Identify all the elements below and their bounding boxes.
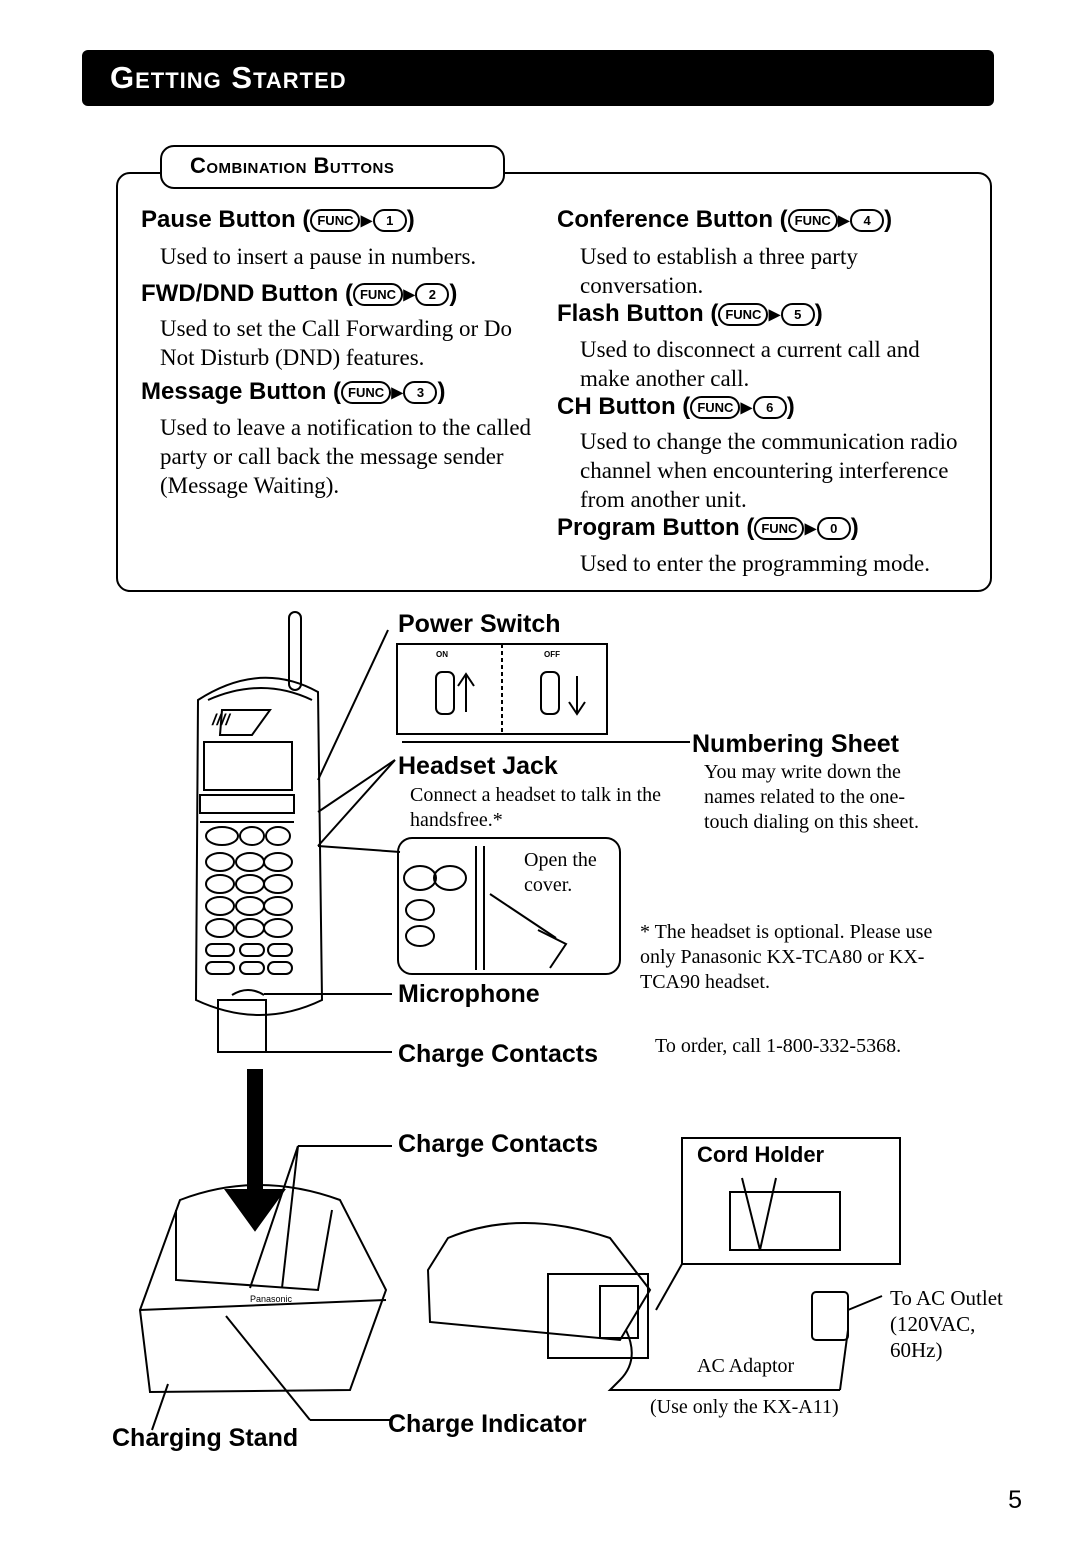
handset-illustration	[194, 611, 690, 1053]
func-key-icon: FUNC	[787, 209, 838, 233]
ch-button-title: CH Button (FUNC▶6)	[557, 393, 795, 420]
number-key-icon: 3	[403, 381, 438, 405]
number-key-icon: 5	[780, 303, 815, 327]
combination-buttons-box	[116, 172, 992, 592]
switch-off-text: OFF	[544, 650, 560, 659]
order-phone-line: To order, call 1-800-332-5368.	[655, 1035, 902, 1057]
power-switch-label: Power Switch	[398, 610, 561, 638]
headset-jack-inset	[397, 837, 621, 975]
charging-stand-illustration	[138, 1069, 901, 1431]
conference-button-title: Conference Button (FUNC▶4)	[557, 206, 893, 233]
arrow-right-icon: ▶	[740, 399, 753, 417]
program-button-description: Used to enter the programming mode.	[580, 551, 931, 576]
number-key-icon: 0	[816, 517, 851, 541]
microphone-label: Microphone	[398, 980, 540, 1008]
fwd-dnd-button-title: FWD/DND Button (FUNC▶2)	[141, 280, 458, 307]
use-only-note: (Use only the KX-A11)	[650, 1396, 839, 1418]
func-key-icon: FUNC	[718, 303, 769, 327]
combination-buttons-label: Combination Buttons	[160, 145, 505, 189]
ac-outlet-text: To AC Outlet (120VAC, 60Hz)	[890, 1286, 1003, 1362]
charging-stand-label: Charging Stand	[112, 1424, 299, 1452]
pause-button-description: Used to insert a pause in numbers.	[160, 244, 477, 269]
pause-button-title: Pause Button (FUNC▶1)	[141, 206, 415, 233]
open-cover-text: Open the cover.	[524, 849, 597, 896]
switch-on-text: ON	[436, 650, 448, 659]
arrow-right-icon: ▶	[804, 520, 817, 538]
number-key-icon: 2	[415, 283, 450, 307]
charge-contacts-stand-label: Charge Contacts	[398, 1130, 599, 1158]
arrow-right-icon: ▶	[391, 384, 404, 402]
section-banner: Getting Started	[82, 50, 994, 106]
number-key-icon: 4	[850, 209, 885, 233]
numbering-sheet-description: You may write down the names related to …	[704, 761, 919, 833]
page-number: 5	[1008, 1486, 1022, 1514]
flash-button-title: Flash Button (FUNC▶5)	[557, 300, 823, 327]
arrow-right-icon: ▶	[837, 212, 851, 230]
program-button-title: Program Button (FUNC▶0)	[557, 514, 859, 541]
section-title: Getting Started	[110, 60, 347, 95]
func-key-icon: FUNC	[352, 283, 404, 307]
number-key-icon: 1	[372, 209, 407, 233]
flash-button-description: Used to disconnect a current call and ma…	[580, 337, 920, 391]
func-key-icon: FUNC	[690, 396, 741, 420]
headset-footnote: * The headset is optional. Please use on…	[640, 921, 933, 993]
conference-button-description: Used to establish a three party conversa…	[580, 244, 858, 298]
handset-badge: ////	[211, 712, 231, 729]
func-key-icon: FUNC	[754, 517, 805, 541]
charge-contacts-handset-label: Charge Contacts	[398, 1040, 599, 1068]
ch-button-description: Used to change the communication radio c…	[580, 429, 958, 512]
numbering-sheet-label: Numbering Sheet	[692, 730, 899, 758]
headset-jack-description: Connect a headset to talk in the handsfr…	[410, 784, 662, 831]
arrow-right-icon: ▶	[360, 212, 373, 230]
message-button-description: Used to leave a notification to the call…	[160, 415, 532, 498]
func-key-icon: FUNC	[310, 209, 361, 233]
arrow-right-icon: ▶	[768, 306, 781, 324]
ac-adaptor-label: AC Adaptor	[697, 1355, 795, 1377]
power-switch-illustration	[396, 643, 608, 735]
func-key-icon: FUNC	[341, 381, 392, 405]
stand-brand-logo: Panasonic	[250, 1294, 293, 1304]
arrow-right-icon: ▶	[403, 286, 416, 304]
fwd-dnd-button-description: Used to set the Call Forwarding or Do No…	[160, 316, 512, 370]
cord-holder-label: Cord Holder	[697, 1142, 825, 1167]
number-key-icon: 6	[752, 396, 787, 420]
charge-indicator-label: Charge Indicator	[388, 1410, 587, 1438]
headset-jack-label: Headset Jack	[398, 752, 558, 780]
message-button-title: Message Button (FUNC▶3)	[141, 378, 446, 405]
